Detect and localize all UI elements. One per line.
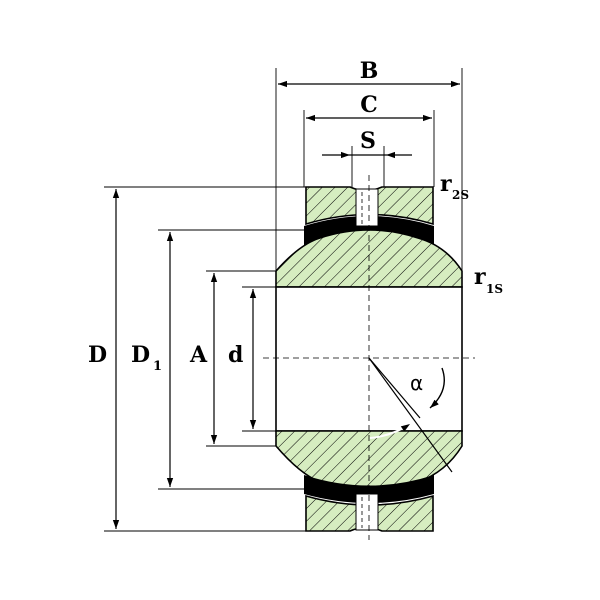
label-r1s-subscript: 1S [486, 282, 503, 296]
label-alpha: α [410, 371, 423, 395]
label-D1-subscript: 1 [153, 359, 162, 374]
label-B: B [360, 58, 379, 84]
label-r1s: r [474, 264, 486, 290]
label-d: d [228, 342, 243, 368]
label-r2s: r [440, 171, 452, 197]
label-A: A [189, 342, 208, 368]
extension-lines [104, 68, 463, 532]
lube-hole-bottom [355, 493, 379, 531]
label-S: S [360, 128, 376, 154]
label-D1: D [131, 342, 150, 368]
label-r2s-subscript: 2S [452, 188, 469, 202]
label-C: C [360, 92, 378, 118]
label-D: D [88, 342, 107, 368]
tilt-line-b [368, 357, 421, 419]
tilt-line-a [368, 357, 453, 473]
lube-hole-top [355, 188, 379, 227]
rotation-arrow [369, 423, 411, 439]
alpha-arc-arrow [429, 367, 445, 409]
dimension-lines [112, 80, 460, 529]
